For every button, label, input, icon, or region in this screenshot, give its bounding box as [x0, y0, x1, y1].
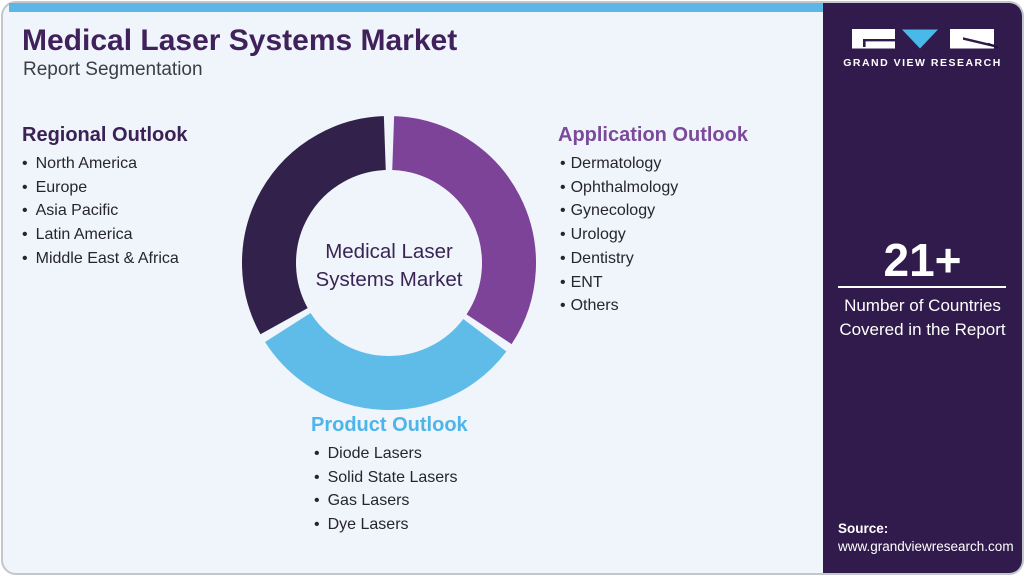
source-label: Source:	[838, 521, 889, 536]
list-item: North America	[22, 152, 188, 176]
list-item: Dermatology	[560, 152, 748, 176]
donut-segment-application-outlook	[391, 116, 536, 345]
donut-segment-regional-outlook	[242, 116, 387, 335]
donut-center-line-2: Systems Market	[315, 267, 463, 291]
list-item: Gynecology	[560, 199, 748, 223]
product-outlook-list: Diode LasersSolid State LasersGas Lasers…	[314, 442, 468, 537]
source-url: www.grandviewresearch.com	[838, 539, 1014, 554]
logo-v-icon	[902, 29, 938, 49]
logo-wordmark: GRAND VIEW RESEARCH	[843, 57, 1002, 69]
list-item: Others	[560, 294, 748, 318]
donut-center-line-1: Medical Laser	[325, 240, 453, 263]
source-block: Source: www.grandviewresearch.com	[838, 521, 1014, 554]
donut-chart-svg	[242, 116, 536, 410]
donut-chart	[239, 113, 539, 413]
list-item: Middle East & Africa	[22, 247, 188, 271]
list-item: Ophthalmology	[560, 176, 748, 200]
list-item: Dye Lasers	[314, 513, 468, 537]
list-item: Solid State Lasers	[314, 466, 468, 490]
donut-center-label: Medical Laser Systems Market	[279, 238, 499, 293]
donut-segment-product-outlook	[265, 312, 507, 410]
top-accent-bar	[9, 3, 823, 12]
list-item: Asia Pacific	[22, 199, 188, 223]
application-outlook-list: DermatologyOphthalmologyGynecologyUrolog…	[560, 152, 748, 318]
logo-r-tail	[987, 42, 998, 49]
list-item: Dentistry	[560, 247, 748, 271]
application-outlook-section: Application Outlook DermatologyOphthalmo…	[558, 124, 748, 318]
page-title: Medical Laser Systems Market	[22, 24, 458, 57]
regional-outlook-list: North AmericaEuropeAsia PacificLatin Ame…	[22, 152, 188, 271]
product-outlook-heading: Product Outlook	[311, 414, 468, 436]
countries-stat-value: 21+	[883, 234, 962, 286]
stat-divider	[838, 286, 1006, 288]
sidebar: GRAND VIEW RESEARCH 21+ Number of Countr…	[823, 3, 1022, 573]
list-item: Urology	[560, 223, 748, 247]
countries-stat-label: Number of Countries Covered in the Repor…	[839, 296, 1006, 339]
logo-g-icon	[852, 29, 895, 49]
gvr-logo	[852, 29, 998, 49]
list-item: Europe	[22, 176, 188, 200]
regional-outlook-heading: Regional Outlook	[22, 124, 188, 146]
regional-outlook-section: Regional Outlook North AmericaEuropeAsia…	[22, 124, 188, 271]
list-item: ENT	[560, 271, 748, 295]
product-outlook-section: Product Outlook Diode LasersSolid State …	[311, 414, 468, 537]
page-subtitle: Report Segmentation	[23, 59, 203, 80]
logo-r-icon	[950, 29, 994, 49]
list-item: Diode Lasers	[314, 442, 468, 466]
list-item: Gas Lasers	[314, 489, 468, 513]
application-outlook-heading: Application Outlook	[558, 124, 748, 146]
list-item: Latin America	[22, 223, 188, 247]
